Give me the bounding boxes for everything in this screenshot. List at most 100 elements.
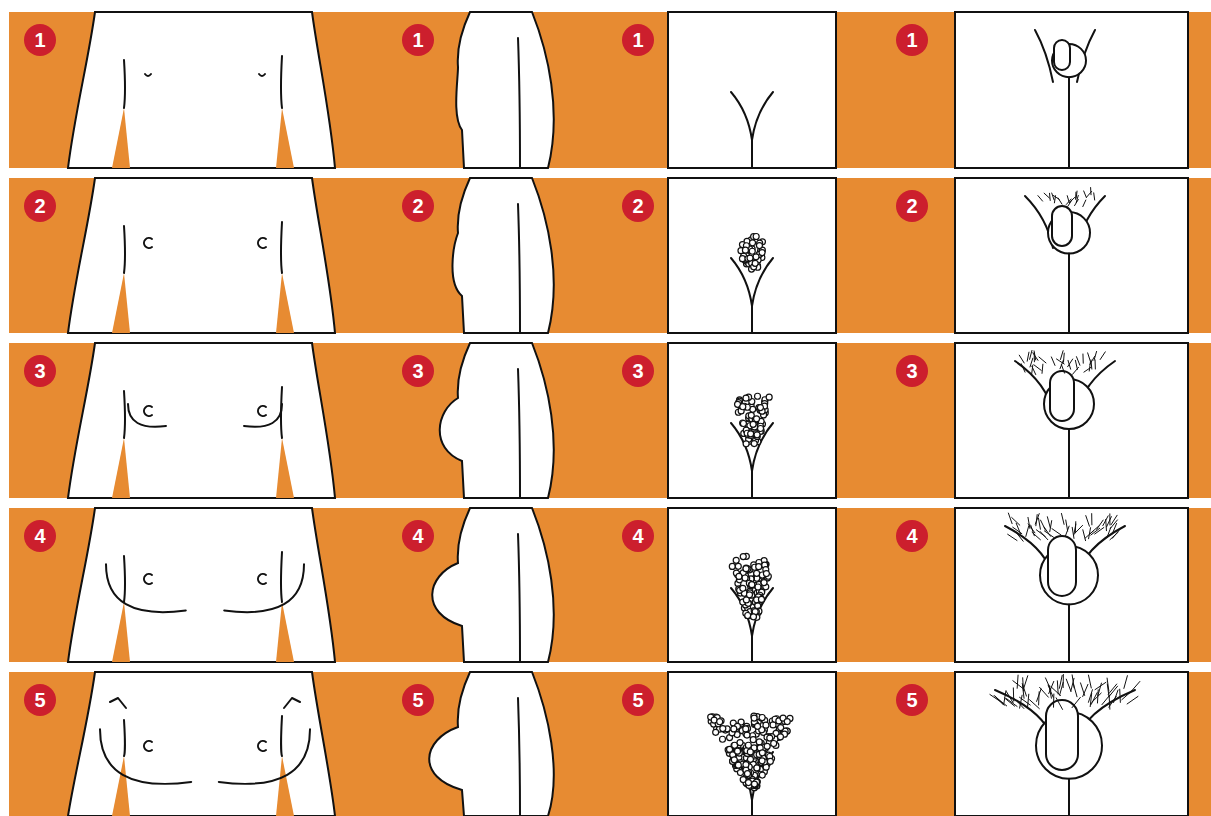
stage-number-circle: 3: [402, 355, 434, 387]
hair-stroke: [1083, 529, 1086, 541]
hair-curl: [752, 781, 758, 787]
hair-stroke: [1013, 688, 1014, 702]
hair-curl: [746, 592, 752, 598]
hair-stroke: [1091, 513, 1092, 525]
shaft-outline: [1048, 536, 1076, 596]
hair-curl: [754, 416, 760, 422]
hair-stroke: [1052, 528, 1062, 535]
hair-curl: [746, 780, 752, 786]
hair-curl: [755, 723, 761, 729]
hair-curl: [744, 771, 750, 777]
hair-stroke: [1019, 697, 1030, 705]
hair-curl: [745, 780, 751, 786]
hair-curl: [752, 260, 758, 266]
hair-stroke: [1049, 193, 1051, 201]
hair-stroke: [1088, 675, 1091, 689]
arm-line: [518, 204, 520, 333]
hair-stroke: [1057, 680, 1059, 694]
hair-curl: [735, 748, 741, 754]
stage-number: 5: [412, 690, 423, 710]
hair-stroke: [1004, 690, 1006, 704]
nipple: [258, 238, 266, 248]
hair-stroke: [1094, 351, 1097, 361]
stage-row: [9, 508, 1211, 662]
stage-number-circle: 1: [402, 24, 434, 56]
groin-line: [731, 258, 773, 306]
hair-curl: [736, 573, 742, 579]
hair-stroke: [1006, 691, 1013, 703]
hair-curl: [756, 739, 762, 745]
hair-curl: [778, 725, 784, 731]
hair-curl: [745, 613, 751, 619]
torso-front: [68, 178, 335, 333]
stage-number-circle: 2: [24, 190, 56, 222]
stage-number-circle: 3: [24, 355, 56, 387]
torso-front: [68, 343, 335, 498]
stage-number: 3: [906, 361, 917, 381]
torso-side: [452, 178, 553, 333]
hair-curl: [751, 781, 757, 787]
hair-curl: [735, 762, 741, 768]
hair-curl: [754, 570, 760, 576]
hair-stroke: [1054, 195, 1055, 203]
hair-stroke: [1060, 682, 1064, 695]
stage-number: 2: [34, 196, 45, 216]
hair-curl: [758, 596, 764, 602]
hair-stroke: [1100, 352, 1106, 360]
hair-stroke: [1076, 356, 1080, 365]
stage-number: 2: [906, 196, 917, 216]
hair-stroke: [1108, 684, 1117, 695]
hair-curl: [733, 557, 739, 563]
stage-number: 1: [34, 30, 45, 50]
hair-curl: [767, 758, 773, 764]
hair-stroke: [1029, 699, 1039, 708]
hair-curl: [743, 566, 749, 572]
hair-curl: [737, 740, 743, 746]
hair-stroke: [1040, 531, 1048, 540]
arm-line: [123, 60, 126, 108]
hair-stroke: [1072, 697, 1081, 708]
hair-curl: [759, 750, 765, 756]
hair-curl: [740, 421, 746, 427]
hair-stroke: [1109, 696, 1117, 708]
arm-line: [280, 716, 283, 756]
hair-stroke: [1075, 360, 1077, 370]
arm-gap: [112, 756, 130, 816]
hair-stroke: [1102, 694, 1111, 705]
hair-curl: [751, 608, 757, 614]
stage-number: 5: [632, 690, 643, 710]
hair-stroke: [1008, 513, 1012, 524]
hair-curl: [754, 765, 760, 771]
hair-curl: [740, 585, 746, 591]
hair-stroke: [1028, 517, 1030, 529]
nipple: [144, 574, 152, 584]
hair-curl: [759, 250, 765, 256]
nipple: [144, 406, 152, 416]
hair-stroke: [1021, 363, 1025, 372]
stage-number: 3: [34, 361, 45, 381]
arm-gap: [276, 273, 294, 333]
stage-row: [9, 12, 1211, 168]
stage-number: 4: [906, 526, 917, 546]
background-band: [9, 508, 1211, 662]
arm-line: [280, 552, 283, 602]
stage-number-circle: 2: [402, 190, 434, 222]
hair-curl: [756, 243, 762, 249]
hair-curl: [763, 722, 769, 728]
stage-number: 5: [906, 690, 917, 710]
stage-number: 3: [412, 361, 423, 381]
hair-stroke: [996, 697, 1007, 706]
pelvis-front: [668, 508, 836, 662]
pelvis-front: [955, 672, 1188, 816]
shaft-outline: [1046, 700, 1078, 770]
shaft-outline: [1054, 40, 1070, 70]
hair-stroke: [1082, 354, 1083, 364]
hair-stroke: [1112, 523, 1117, 534]
hair-stroke: [1095, 359, 1096, 369]
stage-row: [9, 672, 1211, 816]
hair-curl: [764, 743, 770, 749]
arm-gap: [276, 108, 294, 168]
hair-curl: [747, 756, 753, 762]
hair-stroke: [1049, 685, 1052, 699]
